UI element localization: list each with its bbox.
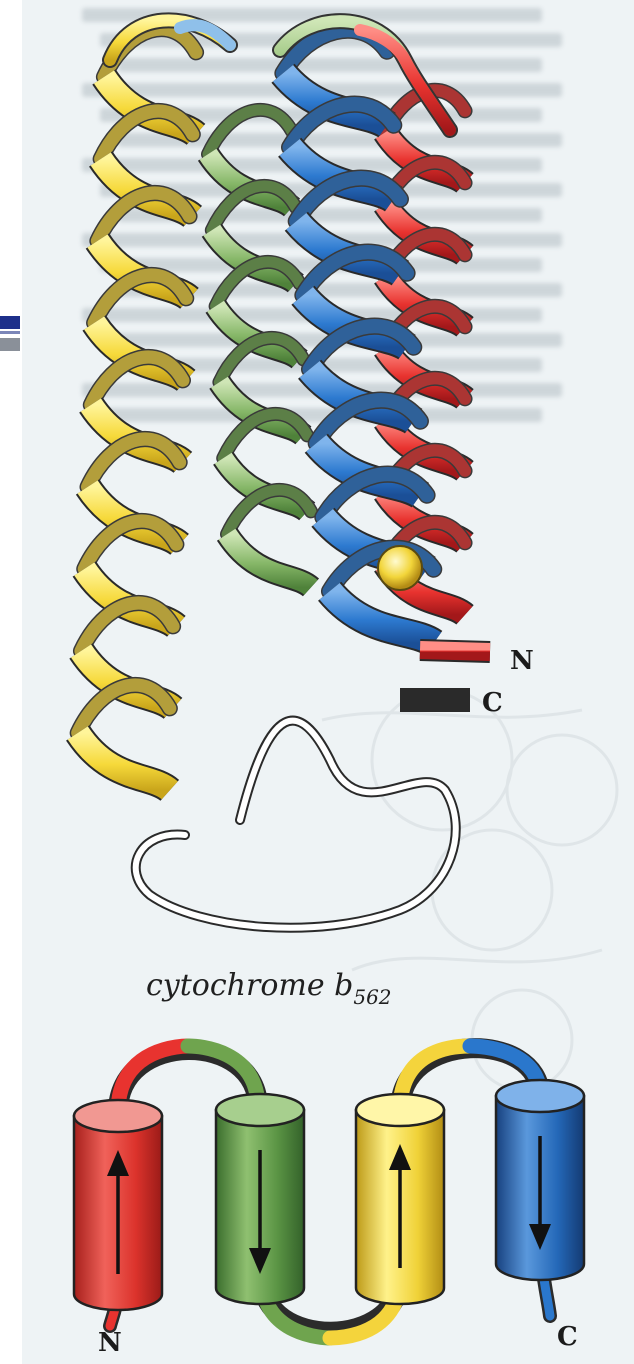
caption-main: cytochrome b — [146, 968, 353, 1003]
figure-caption: cytochrome b562 — [146, 968, 392, 1003]
helix-yellow-ribbon — [78, 29, 196, 790]
heme-sphere — [378, 546, 422, 590]
cylinder-2 — [216, 1094, 304, 1304]
caption-subscript: 562 — [353, 985, 391, 1009]
cylinder-3 — [356, 1094, 444, 1304]
ribbon-n-terminus-label: N — [510, 646, 534, 676]
cylinder-1 — [74, 1100, 162, 1310]
cylinder-4 — [496, 1080, 584, 1280]
helix-green-ribbon — [208, 110, 311, 588]
topology-c-terminus-label: C — [557, 1322, 578, 1352]
topology-n-terminus-label: N — [98, 1328, 122, 1358]
ribbon-c-terminus-label: C — [482, 688, 503, 718]
ribbon-loop-white — [136, 721, 456, 928]
